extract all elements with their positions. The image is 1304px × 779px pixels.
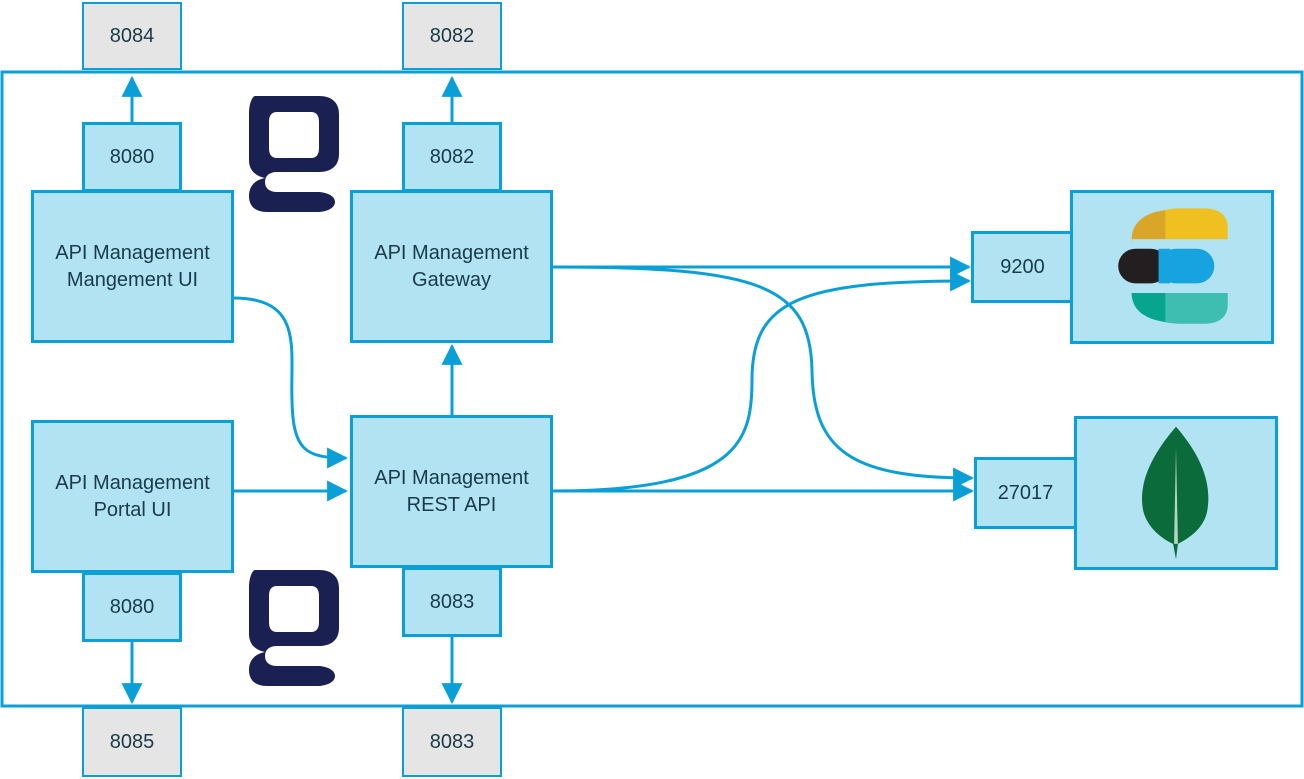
rest-api-title: API Management: [374, 466, 529, 489]
gateway-port: 8082: [402, 122, 502, 192]
external-port-8084: 8084: [82, 2, 182, 70]
gravitee-logo-top-icon: [249, 96, 339, 212]
gravitee-logo-bottom-icon: [249, 570, 339, 686]
portal-ui-port: 8080: [82, 572, 182, 642]
management-ui-box: API Management Mangement UI: [31, 190, 234, 343]
container-boundary: [0, 70, 1304, 708]
mongodb-box: [1074, 416, 1278, 570]
gateway-box: API Management Gateway: [350, 190, 553, 343]
portal-ui-title: API Management: [55, 471, 210, 494]
portal-ui-box: API Management Portal UI: [31, 420, 234, 573]
gateway-subtitle: Gateway: [412, 268, 491, 291]
elasticsearch-logo-icon: [1118, 208, 1228, 324]
rest-api-box: API Management REST API: [350, 415, 553, 568]
management-ui-title: API Management: [55, 241, 210, 264]
mongodb-port: 27017: [974, 457, 1077, 529]
mgmt-ui-port: 8080: [82, 122, 182, 192]
management-ui-subtitle: Mangement UI: [66, 268, 199, 291]
external-port-8082: 8082: [402, 2, 502, 70]
rest-to-es-arrow: [552, 270, 972, 493]
mgmt-ui-to-rest-arrow: [232, 296, 349, 469]
rest-api-subtitle: REST API: [406, 493, 497, 516]
mongodb-leaf-logo-icon: [1142, 426, 1209, 560]
rest-api-port: 8083: [402, 567, 502, 637]
external-port-8083: 8083: [402, 707, 502, 777]
elasticsearch-port: 9200: [971, 231, 1074, 303]
elasticsearch-box: [1070, 190, 1274, 344]
external-port-8085: 8085: [82, 707, 182, 777]
gateway-title: API Management: [374, 241, 529, 264]
portal-ui-subtitle: Portal UI: [93, 498, 172, 521]
gateway-to-mongo-arrow: [552, 265, 975, 489]
